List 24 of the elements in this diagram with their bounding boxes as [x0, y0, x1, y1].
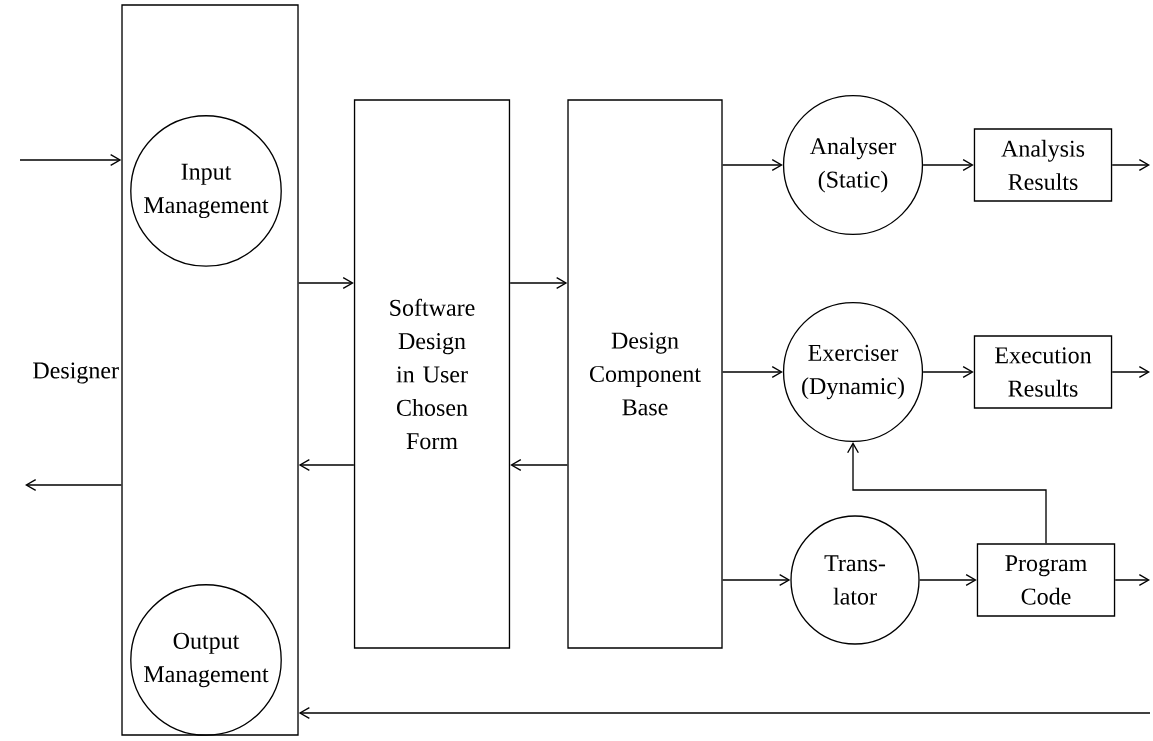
arrow — [298, 459, 355, 471]
arrow — [722, 366, 783, 378]
arrow — [1111, 366, 1150, 378]
arrow — [922, 366, 974, 378]
arrow — [847, 442, 1047, 544]
arrow — [919, 574, 977, 586]
arrow — [509, 277, 568, 289]
result-box: Program Code — [976, 543, 1116, 617]
arrow — [1114, 574, 1150, 586]
arrow — [298, 277, 354, 289]
actor-label: Designer — [33, 362, 119, 384]
store-box: Software Design in User Chosen Form — [353, 99, 511, 649]
arrow — [722, 159, 783, 171]
arrow — [25, 479, 122, 491]
result-box: Analysis Results — [973, 128, 1113, 202]
arrow — [1111, 159, 1150, 171]
result-box: Execution Results — [973, 335, 1113, 409]
outer-panel — [121, 4, 299, 736]
arrow — [510, 459, 568, 471]
arrow — [298, 707, 1151, 719]
store-box: Design Component Base — [567, 99, 723, 649]
arrow — [922, 159, 974, 171]
arrow — [722, 574, 791, 586]
arrow — [19, 154, 122, 166]
